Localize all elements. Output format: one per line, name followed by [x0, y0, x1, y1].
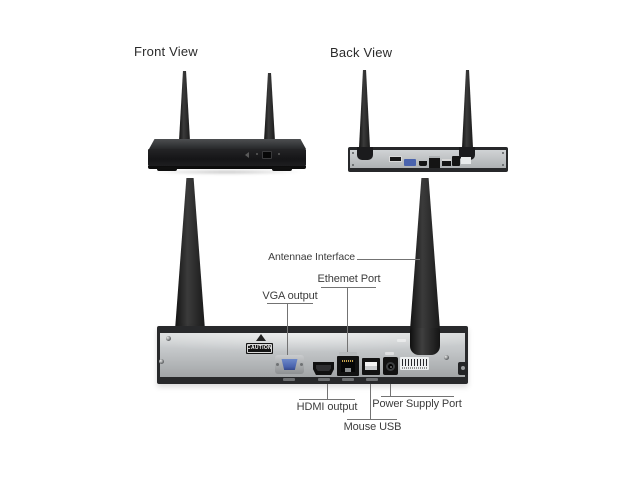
nvr-front-shadow — [150, 169, 304, 175]
screw-icon — [352, 164, 354, 166]
back-right-antenna-icon — [462, 70, 473, 148]
mini-power-jack-icon — [452, 156, 460, 166]
mini-barcode-label — [461, 157, 471, 164]
callout-line-vga-v — [287, 304, 288, 355]
caution-sticker-text: CAUTION — [247, 345, 272, 351]
hdmi-port-icon — [313, 362, 334, 375]
callout-hdmi-output: HDMI output — [296, 401, 358, 413]
panel-print-label — [283, 378, 295, 381]
screw-icon — [502, 164, 504, 166]
front-right-antenna-icon — [264, 73, 275, 141]
panel-print-label — [318, 378, 330, 381]
panel-print-label — [366, 378, 378, 381]
mini-usb-port-icon — [442, 159, 451, 166]
front-led-icon — [278, 153, 280, 155]
screw-icon — [502, 152, 504, 154]
callout-line-hdmi-h — [299, 399, 355, 400]
usb-port-icon — [362, 358, 380, 375]
callout-line-antennae — [357, 259, 420, 260]
callout-line-ethernet-v — [347, 288, 348, 352]
mini-hdmi-port-icon — [419, 161, 427, 166]
vga-port-icon — [275, 355, 304, 374]
power-jack-icon — [383, 357, 398, 375]
mini-ethernet-port-icon — [429, 156, 440, 168]
callout-line-mouse-usb-v — [370, 384, 371, 419]
serial-print-label — [397, 339, 406, 342]
callout-mouse-usb: Mouse USB — [343, 421, 402, 433]
nvr-front-top-face — [149, 139, 306, 149]
screw-icon — [352, 152, 354, 154]
mini-caution-sticker — [389, 156, 402, 162]
antenna-base-icon — [459, 147, 475, 160]
panel-print-label — [342, 378, 354, 381]
nvr-foot-left — [157, 167, 177, 171]
callout-line-mouse-usb-h — [347, 419, 397, 420]
power-print-label — [385, 352, 394, 355]
callout-line-hdmi-v — [327, 384, 328, 399]
front-indicator-arrow-icon — [245, 152, 249, 158]
callout-antennae-interface: Antennae Interface — [268, 251, 355, 263]
callout-power-supply-port: Power Supply Port — [372, 398, 462, 410]
front-ir-window-icon — [262, 151, 272, 159]
ethernet-port-flange — [339, 352, 357, 356]
ethernet-port-icon — [337, 356, 359, 376]
front-view-title: Front View — [134, 44, 198, 59]
callout-line-power-v — [390, 384, 391, 396]
mini-vga-port-icon — [404, 159, 416, 166]
screw-icon — [444, 355, 449, 360]
screw-icon — [166, 336, 171, 341]
nvr-front-bottom-edge — [148, 166, 306, 169]
ground-tab-icon — [458, 362, 468, 375]
back-panel-small-face — [350, 150, 506, 168]
barcode-label — [400, 357, 429, 370]
callout-vga-output: VGA output — [262, 290, 318, 302]
callout-ethernet-port: Ethemet Port — [317, 273, 381, 285]
back-view-title: Back View — [330, 45, 393, 60]
antenna-base-icon — [357, 147, 373, 160]
nvr-front-face — [148, 149, 306, 166]
nvr-foot-right — [272, 167, 292, 171]
back-left-antenna-icon — [359, 70, 370, 148]
caution-triangle-icon — [256, 334, 266, 341]
caution-sticker: CAUTION — [246, 343, 273, 354]
callout-line-vga-h — [267, 303, 313, 304]
front-led-icon — [256, 153, 258, 155]
front-left-antenna-icon — [179, 71, 190, 141]
screw-icon — [159, 359, 164, 364]
callout-line-ethernet-h — [321, 287, 376, 288]
callout-line-power-h — [381, 396, 454, 397]
detail-right-antenna-icon — [410, 178, 440, 355]
